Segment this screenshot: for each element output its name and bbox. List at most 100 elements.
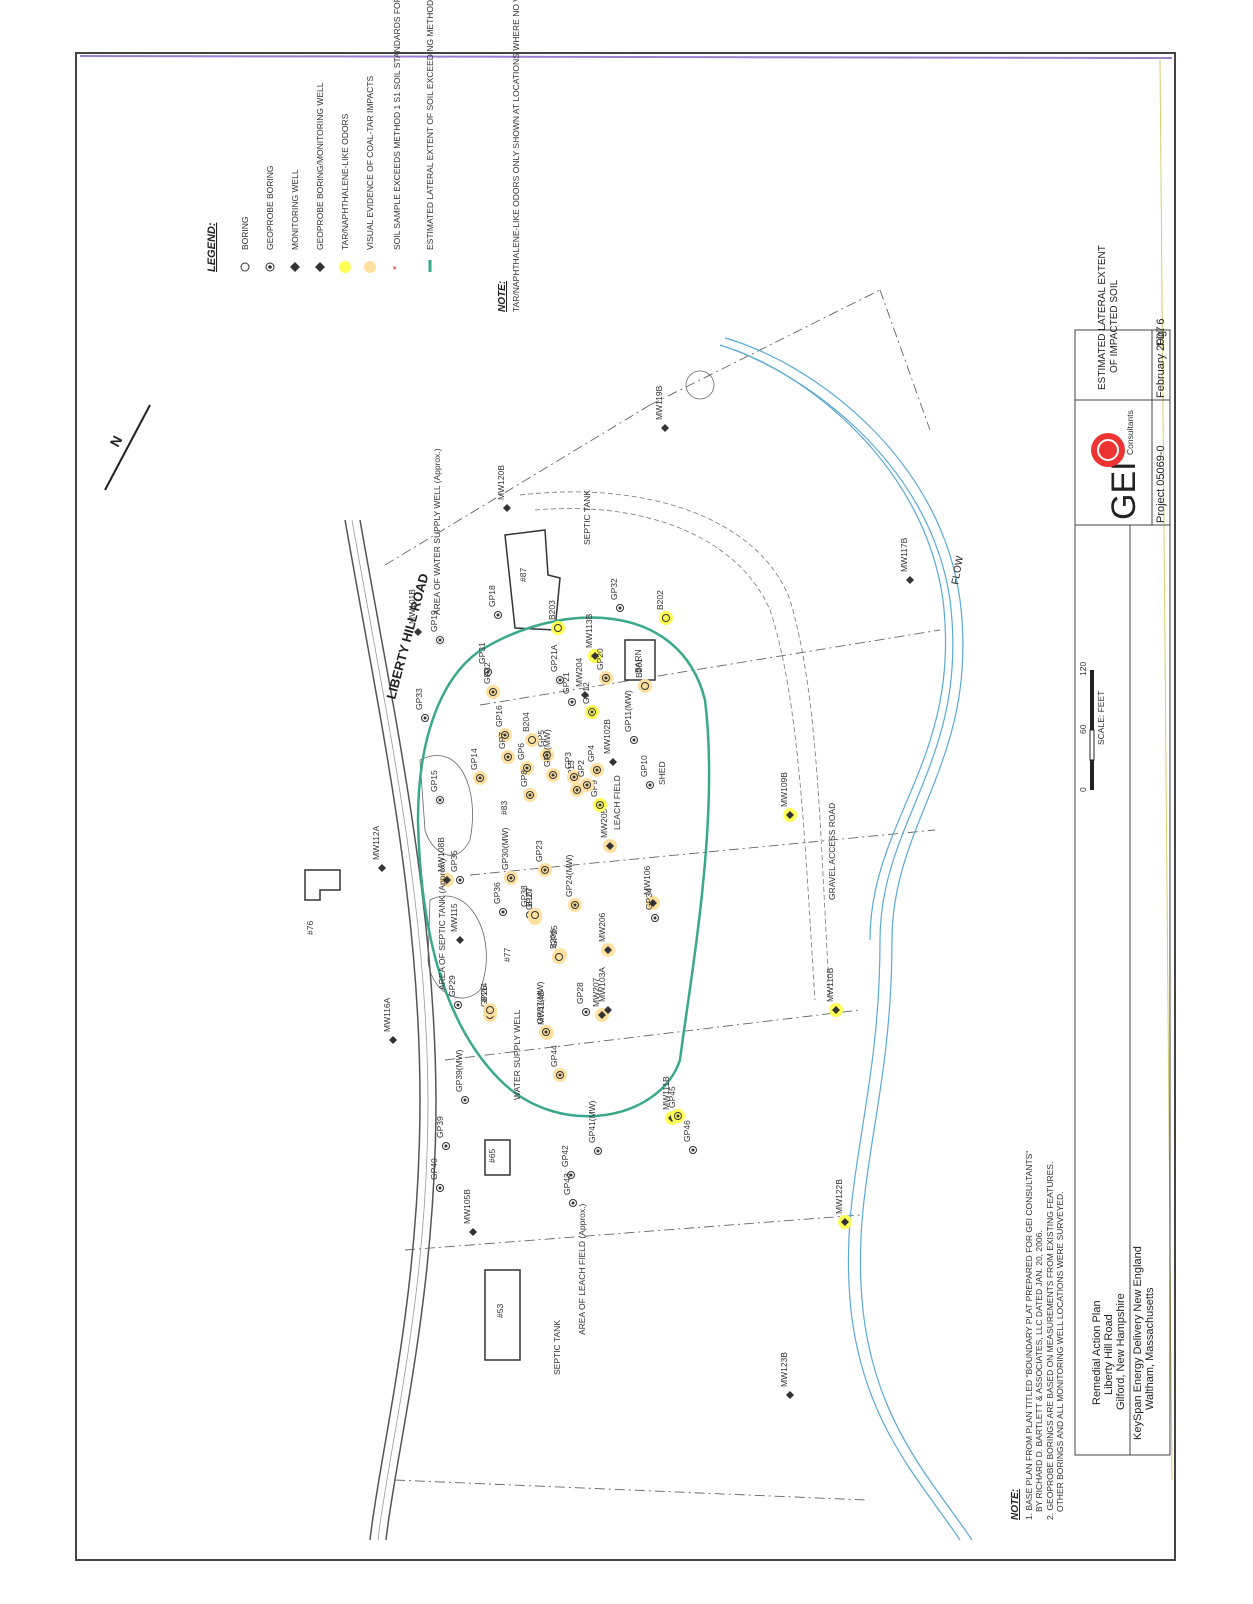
plan-title: Remedial Action Plan — [1091, 1300, 1103, 1405]
sample-point-label: GP45 — [667, 1086, 677, 1108]
svg-text:LEACH FIELD: LEACH FIELD — [612, 775, 622, 830]
monitoring-well-icon — [606, 842, 614, 850]
sample-point-gp16: GP16 — [494, 705, 512, 742]
sample-point-b201: B201 — [634, 658, 652, 693]
geoprobe-icon — [583, 781, 591, 789]
sample-point-label: GP42 — [560, 1145, 570, 1167]
sample-point-label: GP5 — [536, 730, 546, 747]
geoprobe-icon — [541, 866, 549, 874]
driveways — [419, 370, 715, 999]
monitoring-well-icon — [456, 936, 464, 944]
geoprobe-dot — [438, 798, 442, 802]
geoprobe-icon — [461, 1096, 469, 1104]
geoprobe-icon — [454, 1001, 462, 1009]
sample-point-label: GP2 — [576, 760, 586, 777]
building-87 — [504, 529, 561, 631]
sample-point-label: GP11(MW) — [623, 690, 633, 732]
sample-point-gp39-mw: GP39(MW) — [454, 1049, 469, 1104]
geoprobe-dot — [525, 766, 529, 770]
geoprobe-dot — [478, 776, 482, 780]
geoprobe-dot — [543, 868, 547, 872]
sample-point-mw106: MW106 — [642, 865, 660, 910]
svg-text:AREA OF WATER SUPPLY WELL (App: AREA OF WATER SUPPLY WELL (Approx.) — [432, 448, 442, 615]
legend-item-visual: VISUAL EVIDENCE OF COAL-TAR IMPACTS — [365, 76, 375, 250]
sample-point-mw122b: MW122B — [834, 1179, 852, 1229]
flow-label: FLOW — [950, 555, 966, 586]
north-label: N — [107, 433, 126, 449]
svg-text:BY RICHARD D. BARTLETT & ASSOC: BY RICHARD D. BARTLETT & ASSOCIATES, LLC… — [1034, 1230, 1044, 1512]
geoprobe-dot — [486, 670, 490, 674]
geoprobe-dot — [528, 793, 532, 797]
svg-text:#87: #87 — [518, 568, 528, 582]
monitoring-well-icon — [503, 504, 511, 512]
monitoring-well-icon — [581, 691, 589, 699]
boring-icon — [531, 911, 539, 919]
sample-point-label: GP1(MW) — [542, 729, 552, 767]
bottom-notes: NOTE: 1. BASE PLAN FROM PLAN TITLED "BOU… — [1010, 1151, 1065, 1520]
boring-icon — [641, 682, 649, 690]
legend-item-odor: TAR/NAPHTHALENE-LIKE ODORS — [340, 113, 350, 250]
sample-point-mw105b: MW105B — [462, 1189, 477, 1236]
sample-point-gp32: GP32 — [609, 578, 624, 612]
monitoring-well-icon — [832, 1006, 840, 1014]
monitoring-well-icon — [786, 1391, 794, 1399]
sample-point-label: GP38 — [519, 885, 529, 907]
geoprobe-icon — [593, 766, 601, 774]
sample-point-gp42: GP42 — [560, 1145, 575, 1179]
sample-point-label: GP43 — [562, 1173, 572, 1195]
svg-text:SCALE: FEET: SCALE: FEET — [1096, 691, 1106, 745]
sample-point-gp44: GP44 — [549, 1045, 567, 1082]
geoprobe-icon — [689, 1146, 697, 1154]
geoprobe-dot — [558, 678, 562, 682]
geoprobe-dot — [491, 690, 495, 694]
sample-point-label: MW105B — [462, 1189, 472, 1224]
geoprobe-dot — [653, 916, 657, 920]
geoprobe-icon — [456, 876, 464, 884]
north-arrow: N — [104, 404, 151, 491]
sample-point-gp15: GP15 — [429, 770, 444, 804]
sample-point-mw120b: MW120B — [496, 465, 511, 512]
geoprobe-dot — [444, 1144, 448, 1148]
sample-point-b202: B202 — [655, 590, 673, 625]
monitoring-well-icon — [469, 1228, 477, 1236]
sample-point-label: GP39(MW) — [454, 1049, 464, 1092]
sample-point-gp2: GP2 — [576, 760, 594, 792]
sample-point-gp28: GP28 — [575, 982, 590, 1016]
sample-point-gp46: GP46 — [682, 1120, 697, 1154]
geoprobe-icon — [526, 791, 534, 799]
plan-road: Liberty Hill Road — [1103, 1314, 1115, 1395]
sample-points: MW120BMW119BMW117BMW101BMW112AMW116AMW11… — [371, 385, 914, 1399]
geoprobe-dot — [438, 1186, 442, 1190]
geoprobe-dot — [632, 738, 636, 742]
sample-point-label: MW114B — [536, 990, 546, 1025]
sample-point-label: GP29 — [447, 975, 457, 997]
feature-labels: SEPTIC TANK LEACH FIELD SEPTIC TANK AREA… — [432, 448, 837, 1375]
geoprobe-icon — [504, 753, 512, 761]
figure-date: February 2007 — [1155, 326, 1167, 398]
sample-point-mw101b: MW101B — [407, 589, 422, 636]
sample-point-gp19: GP19 — [429, 610, 444, 644]
geoprobe-icon — [602, 674, 610, 682]
visual-icon — [364, 261, 376, 273]
sample-point-label: GP24(MW) — [564, 854, 574, 897]
sample-point-label: GP32 — [609, 578, 619, 600]
geoprobe-dot — [458, 878, 462, 882]
odor-icon — [339, 261, 351, 273]
monitoring-well-icon — [604, 946, 612, 954]
sample-point-gp20: GP20 — [595, 648, 613, 685]
geoprobe-dot — [570, 700, 574, 704]
geoprobe-dot — [575, 788, 579, 792]
sample-point-label: GP41(MW) — [587, 1100, 597, 1143]
sample-point-gp22: GP22 — [482, 662, 500, 699]
sample-point-label: MW204 — [574, 657, 584, 687]
sample-point-label: MW123B — [779, 1352, 789, 1387]
sample-point-label: MW103A — [597, 967, 607, 1002]
sample-point-gp45: GP45 — [667, 1086, 685, 1123]
sample-point-label: B114 — [479, 983, 489, 1002]
geoprobe-dot — [545, 753, 549, 757]
sample-point-label: B204 — [521, 712, 531, 732]
sample-point-mw108b: MW108B — [436, 837, 454, 887]
sample-point-label: GP16 — [494, 705, 504, 727]
sample-point-label: GP46 — [682, 1120, 692, 1142]
geoprobe-icon — [596, 801, 604, 809]
